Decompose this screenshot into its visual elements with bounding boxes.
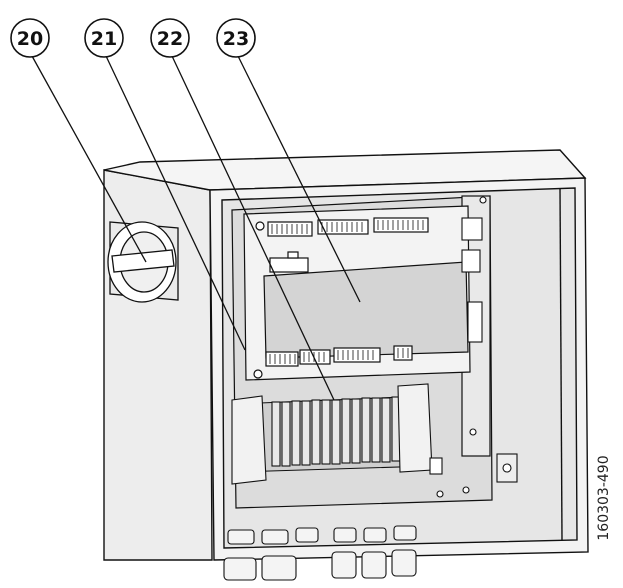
cable-gland-lower [261, 555, 297, 581]
top-connector-pins [271, 220, 424, 234]
right-side-parts [436, 196, 518, 498]
leader-line-23 [237, 55, 361, 303]
side-connector [461, 249, 481, 273]
cabinet-top [103, 149, 587, 191]
callout-22: 22 [150, 18, 190, 58]
top-connectors [267, 217, 429, 237]
callout-label-23: 23 [223, 28, 249, 50]
callout-23: 23 [216, 18, 256, 58]
cable-gland [261, 529, 289, 545]
cable-gland-lower [223, 557, 257, 581]
cable-gland-lower [331, 551, 357, 579]
switch-handle [111, 249, 175, 273]
cable-gland [333, 527, 357, 543]
screw [479, 196, 487, 204]
cable-gland-lower [391, 549, 417, 577]
cable-gland [363, 527, 387, 543]
screw [462, 486, 470, 494]
leader-line-21 [105, 55, 246, 351]
terminal-blocks [271, 396, 421, 467]
callout-21: 21 [84, 18, 124, 58]
cable-glands [223, 525, 417, 581]
leader-line-20 [31, 55, 147, 263]
leader-lines [31, 55, 361, 401]
main-switch [107, 221, 179, 303]
cable-gland [227, 529, 255, 545]
side-bracket [467, 301, 483, 343]
bottom-connector-pins [269, 348, 409, 364]
connector-block [265, 351, 299, 367]
connector-block [333, 347, 381, 363]
figure-code: 160303-490 [596, 455, 612, 541]
cable-gland-lower [361, 551, 387, 579]
screw [469, 428, 477, 436]
connector-block [299, 349, 331, 365]
screw [253, 369, 263, 379]
leader-line-22 [171, 55, 335, 401]
side-connector [461, 217, 483, 241]
door-edge [559, 187, 563, 541]
connector-block [267, 221, 313, 237]
screw [255, 221, 265, 231]
small-component [269, 257, 309, 273]
terminal-end-stop [397, 383, 433, 473]
connector-block [373, 217, 429, 233]
terminal-end-stop [231, 395, 267, 485]
cable-gland [295, 527, 319, 543]
callouts: 20 21 22 23 [10, 18, 256, 58]
cable-gland [393, 525, 417, 541]
ground-screw [502, 463, 512, 473]
terminal-rail [231, 383, 443, 485]
terminal-clip [429, 457, 443, 475]
screw [436, 490, 444, 498]
callout-label-20: 20 [17, 28, 43, 50]
callout-20: 20 [10, 18, 50, 58]
connector-block [317, 219, 369, 235]
small-component-tab [287, 251, 299, 259]
controller-board [243, 205, 471, 381]
callout-label-21: 21 [91, 28, 117, 50]
controller-housing [263, 261, 469, 359]
callout-label-22: 22 [157, 28, 183, 50]
